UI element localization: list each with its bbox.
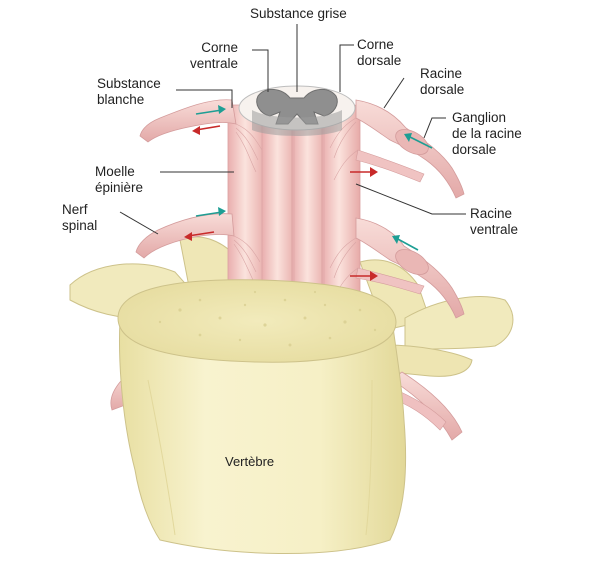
vertebra-processes [69, 236, 514, 377]
vertebra [117, 279, 407, 554]
label-racine-ventrale: Racine ventrale [470, 206, 519, 237]
label-corne-ventrale: Corne ventrale [190, 40, 239, 71]
label-ganglion: Ganglion de la racine dorsale [452, 110, 522, 157]
leader-lines [119, 24, 466, 235]
cord-cross-section [238, 85, 356, 136]
label-moelle: Moelle épinière [95, 164, 144, 195]
label-vertebre: Vertèbre [225, 454, 275, 469]
label-corne-dorsale: Corne dorsale [357, 37, 402, 68]
label-substance-grise: Substance grise [250, 6, 347, 21]
spinal-cord [227, 104, 361, 311]
signal-arrows [184, 105, 433, 281]
label-racine-dorsale: Racine dorsale [420, 66, 465, 97]
label-nerf: Nerf spinal [62, 202, 98, 233]
label-substance-blanche: Substance blanche [97, 76, 161, 107]
